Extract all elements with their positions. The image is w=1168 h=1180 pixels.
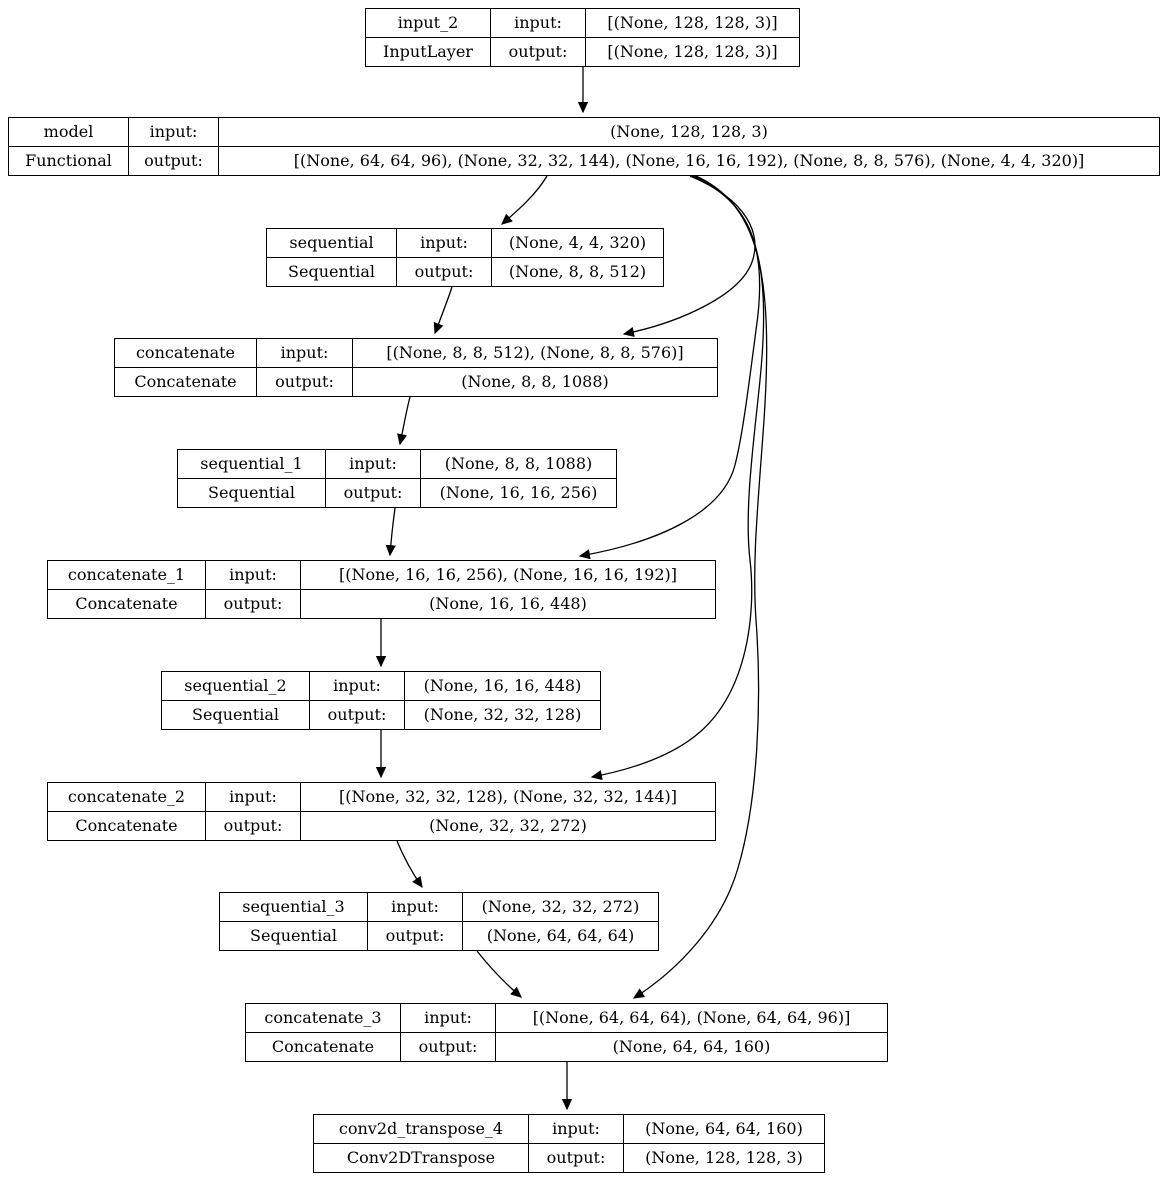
node-concatenate_2: concatenate_2 input: [(None, 32, 32, 128… [47, 782, 716, 841]
input-shape: (None, 64, 64, 160) [624, 1115, 824, 1144]
input-label: input: [129, 118, 219, 147]
output-label: output: [326, 478, 421, 507]
layer-name: sequential [267, 229, 397, 258]
input-label: input: [491, 9, 586, 38]
layer-name: sequential_2 [162, 672, 310, 701]
input-shape: (None, 4, 4, 320) [492, 229, 663, 258]
input-shape: [(None, 32, 32, 128), (None, 32, 32, 144… [301, 783, 715, 812]
output-shape: (None, 8, 8, 512) [508, 261, 647, 281]
layer-type: Sequential [267, 257, 397, 286]
layer-type: InputLayer [366, 37, 491, 66]
input-shape: [(None, 64, 64, 64), (None, 64, 64, 96)] [496, 1004, 887, 1033]
node-concatenate_1: concatenate_1 input: [(None, 16, 16, 256… [47, 560, 716, 619]
input-shape: [(None, 16, 16, 256), (None, 16, 16, 192… [301, 561, 715, 590]
output-shape: (None, 16, 16, 256) [439, 482, 598, 502]
output-shape: (None, 128, 128, 3) [645, 1147, 803, 1167]
input-label: input: [326, 450, 421, 479]
output-label: output: [129, 146, 219, 175]
input-label: input: [206, 783, 301, 812]
layer-type: Concatenate [48, 811, 206, 840]
input-label: input: [206, 561, 301, 590]
node-sequential_1: sequential_1 input: (None, 8, 8, 1088) S… [177, 449, 617, 508]
input-label: input: [310, 672, 405, 701]
edge-model-to-sequential [501, 175, 548, 225]
edge-concatenate_2-to-sequential_3 [396, 840, 423, 889]
output-label: output: [257, 367, 353, 396]
layer-type: Concatenate [48, 589, 206, 618]
layer-type: Concatenate [115, 367, 257, 396]
layer-name: input_2 [366, 9, 491, 38]
output-label: output: [491, 37, 586, 66]
input-label: input: [257, 339, 353, 368]
node-sequential: sequential input: (None, 4, 4, 320) Sequ… [266, 228, 664, 287]
output-shape: (None, 64, 64, 160) [612, 1036, 771, 1056]
layer-type: Sequential [178, 478, 326, 507]
output-shape: (None, 32, 32, 128) [423, 704, 582, 724]
output-shape: (None, 32, 32, 272) [429, 815, 587, 835]
input-label: input: [529, 1115, 624, 1144]
input-shape: (None, 8, 8, 1088) [421, 450, 616, 479]
output-label: output: [310, 700, 405, 729]
input-shape: [(None, 128, 128, 3)] [586, 9, 799, 38]
node-concatenate_3: concatenate_3 input: [(None, 64, 64, 64)… [245, 1003, 888, 1062]
input-label: input: [368, 893, 463, 922]
layer-name: conv2d_transpose_4 [314, 1115, 529, 1144]
output-label: output: [206, 589, 301, 618]
output-label: output: [206, 811, 301, 840]
input-shape: (None, 16, 16, 448) [405, 672, 600, 701]
output-label: output: [397, 257, 492, 286]
layer-type: Concatenate [246, 1032, 401, 1061]
edge-sequential-to-concatenate [433, 286, 453, 335]
layer-name: concatenate [115, 339, 257, 368]
node-sequential_2: sequential_2 input: (None, 16, 16, 448) … [161, 671, 601, 730]
edge-sequential_3-to-concatenate_3 [476, 950, 522, 998]
edge-sequential_1-to-concatenate_1 [385, 507, 396, 557]
layer-name: concatenate_3 [246, 1004, 401, 1033]
layer-name: concatenate_1 [48, 561, 206, 590]
layer-name: sequential_1 [178, 450, 326, 479]
output-shape: (None, 8, 8, 1088) [461, 371, 609, 391]
layer-name: sequential_3 [220, 893, 368, 922]
layer-name: concatenate_2 [48, 783, 206, 812]
node-input_2: input_2 input: [(None, 128, 128, 3)] Inp… [365, 8, 800, 67]
layer-type: Conv2DTranspose [314, 1143, 529, 1172]
node-concatenate: concatenate input: [(None, 8, 8, 512), (… [114, 338, 718, 397]
node-model: model input: (None, 128, 128, 3) Functio… [8, 117, 1160, 176]
input-shape: (None, 32, 32, 272) [463, 893, 658, 922]
output-label: output: [401, 1032, 496, 1061]
output-shape: [(None, 64, 64, 96), (None, 32, 32, 144)… [293, 150, 1085, 170]
layer-type: Functional [9, 146, 129, 175]
layer-type: Sequential [162, 700, 310, 729]
layer-name: model [9, 118, 129, 147]
node-conv2d_transpose_4: conv2d_transpose_4 input: (None, 64, 64,… [313, 1114, 825, 1173]
layer-type: Sequential [220, 921, 368, 950]
output-label: output: [529, 1143, 624, 1172]
output-shape: [(None, 128, 128, 3)] [607, 41, 778, 61]
edge-concatenate-to-sequential_1 [397, 396, 411, 446]
input-shape: (None, 128, 128, 3) [219, 118, 1159, 147]
output-shape: (None, 64, 64, 64) [486, 925, 635, 945]
node-sequential_3: sequential_3 input: (None, 32, 32, 272) … [219, 892, 659, 951]
input-label: input: [401, 1004, 496, 1033]
output-label: output: [368, 921, 463, 950]
output-shape: (None, 16, 16, 448) [429, 593, 587, 613]
input-label: input: [397, 229, 492, 258]
input-shape: [(None, 8, 8, 512), (None, 8, 8, 576)] [353, 339, 717, 368]
